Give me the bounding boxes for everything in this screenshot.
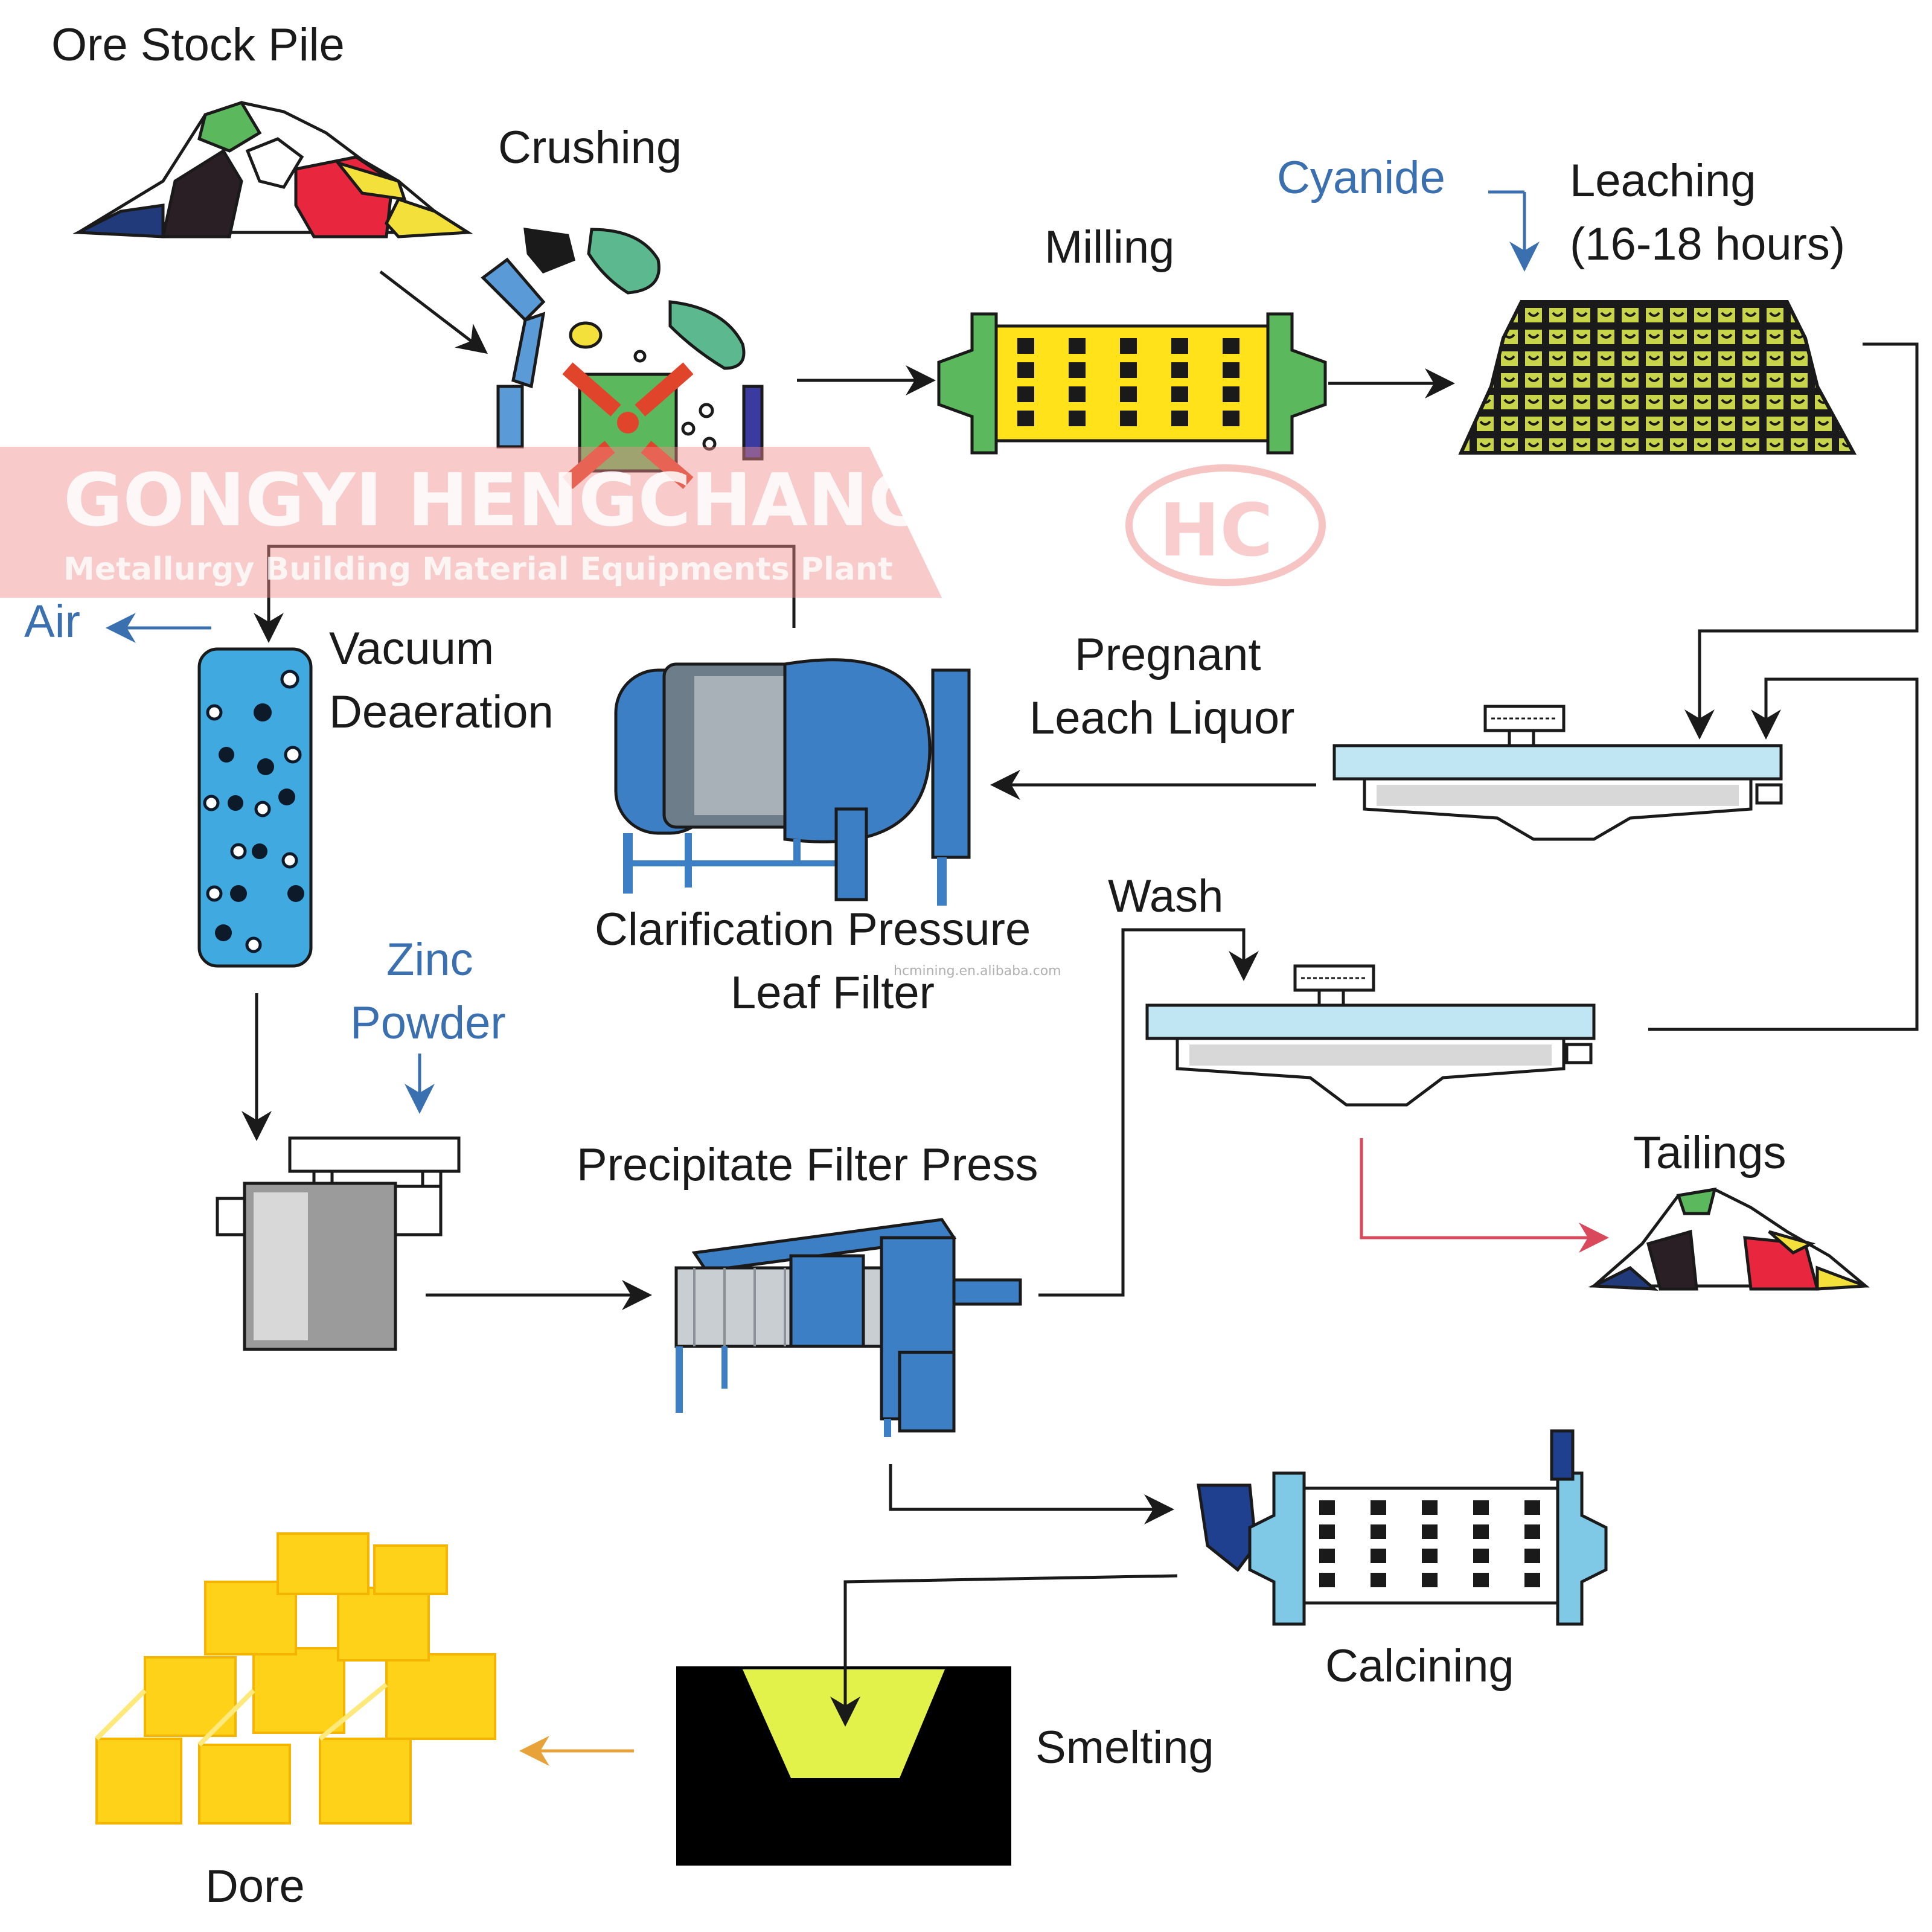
label-milling: Milling <box>1044 222 1174 273</box>
label-leaching: Leaching <box>1570 155 1756 206</box>
label-dore: Dore <box>205 1861 305 1912</box>
label-clarification: Clarification Pressure <box>595 904 1031 955</box>
arrow-thickener2-to-tailings <box>1360 1138 1609 1253</box>
arrow-leach-to-thickener1 <box>1684 342 1919 740</box>
label-wash: Wash <box>1108 871 1223 922</box>
label-crushing: Crushing <box>498 122 682 173</box>
label-deaeration: Deaeration <box>329 686 554 738</box>
ore-stock-pile-icon <box>72 100 473 238</box>
label-calcining: Calcining <box>1325 1640 1514 1692</box>
flow-arrows <box>106 190 1919 1766</box>
label-air: Air <box>24 596 80 647</box>
watermark-url: hcmining.en.alibaba.com <box>894 964 1061 979</box>
arrow-pile-to-crusher <box>379 270 488 354</box>
tailings-pile-icon <box>1588 1187 1870 1291</box>
arrow-filter-press-to-calciner <box>889 1464 1174 1524</box>
labels: Ore Stock Pile Crushing Milling Cyanide … <box>24 19 1845 1912</box>
arrow-filter-press-wash-to-thickener2 <box>1038 928 1259 1297</box>
clarification-leaf-filter-icon <box>614 658 971 906</box>
label-cyanide: Cyanide <box>1277 152 1445 203</box>
arrow-thickener2-overflow-to-thickener1 <box>1648 677 1919 1031</box>
label-vacuum: Vacuum <box>329 623 494 674</box>
vacuum-deaerator-icon <box>197 647 313 968</box>
label-smelting: Smelting <box>1035 1722 1214 1773</box>
calcining-kiln-icon <box>1197 1429 1608 1626</box>
ball-mill-icon <box>937 312 1327 455</box>
label-ore-stock-pile: Ore Stock Pile <box>51 19 345 71</box>
watermark: GONGYI HENGCHANG Metallurgy Building Mat… <box>0 447 1326 979</box>
thickener-2-icon <box>1145 964 1596 1107</box>
label-tailings: Tailings <box>1633 1127 1786 1179</box>
arrow-leaf-filter-to-deaerator <box>254 545 796 643</box>
leaching-tanks-icon <box>1458 300 1857 455</box>
precipitation-tank-icon <box>216 1136 461 1351</box>
label-leach-liquor: Leach Liquor <box>1029 693 1294 744</box>
label-zinc: Zinc <box>386 934 473 985</box>
dore-gold-bars-icon <box>95 1532 496 1825</box>
crusher-icon <box>481 228 764 489</box>
thickener-1-icon <box>1332 705 1783 841</box>
label-leaching-duration: (16-18 hours) <box>1570 219 1845 270</box>
label-leaf-filter: Leaf Filter <box>731 967 935 1019</box>
watermark-tagline: Metallurgy Building Material Equipments … <box>63 551 893 587</box>
watermark-logo: HC <box>1125 464 1326 586</box>
precipitate-filter-press-icon <box>674 1218 1022 1437</box>
svg-text:HC: HC <box>1159 489 1273 573</box>
arrow-calciner-to-smelter <box>830 1574 1178 1727</box>
watermark-company: GONGYI HENGCHANG <box>63 459 928 543</box>
label-powder: Powder <box>350 997 506 1049</box>
label-pregnant: Pregnant <box>1075 629 1261 680</box>
label-precipitate-filter-press: Precipitate Filter Press <box>577 1139 1038 1191</box>
